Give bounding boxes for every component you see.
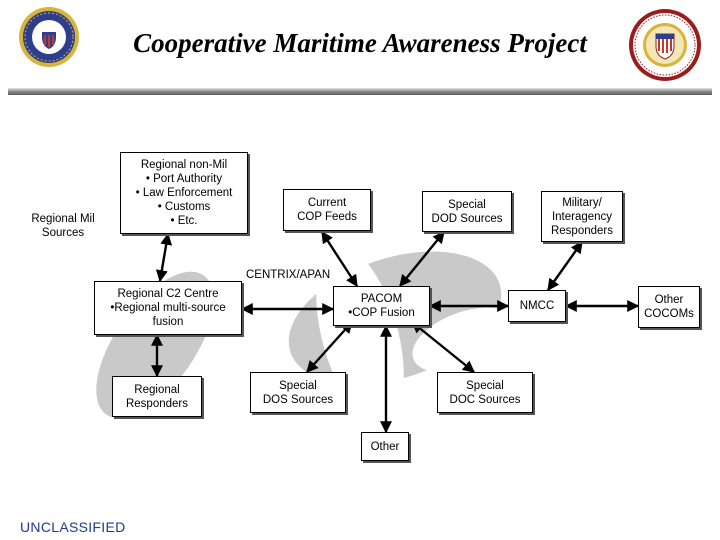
link-pacom-dos: [306, 321, 353, 373]
label-centrix-apan: CENTRIX/APAN: [246, 269, 331, 281]
node-other: Other: [361, 432, 409, 461]
node-special-dos-sources: Special DOS Sources: [250, 372, 346, 413]
node-other-cocoms: Other COCOMs: [638, 286, 700, 328]
link-nonmil-c2: [155, 232, 173, 283]
node-regional-mil-sources: Regional Mil Sources: [31, 213, 95, 239]
coast-guard-seal-icon: [19, 7, 79, 67]
link-current-pacom: [320, 230, 359, 288]
node-military-interagency-responders: Military/ Interagency Responders: [541, 191, 623, 242]
link-military-nmcc: [547, 241, 583, 291]
node-special-dod-sources: Special DOD Sources: [422, 191, 512, 232]
header-divider: [8, 88, 712, 95]
node-regional-c2-centre: Regional C2 Centre •Regional multi-sourc…: [94, 281, 242, 335]
classification-footer: UNCLASSIFIED: [20, 519, 126, 535]
node-regional-responders: Regional Responders: [112, 376, 202, 417]
link-pacom-doc: [411, 321, 475, 373]
node-special-doc-sources: Special DOC Sources: [437, 372, 533, 413]
node-nmcc: NMCC: [508, 290, 566, 322]
page-title: Cooperative Maritime Awareness Project: [133, 28, 587, 58]
link-dod-pacom: [399, 231, 445, 287]
node-current-cop-feeds: Current COP Feeds: [283, 189, 371, 231]
department-seal-icon: [629, 9, 701, 81]
node-pacom-cop-fusion: PACOM •COP Fusion: [333, 286, 430, 326]
node-regional-non-mil: Regional non-Mil • Port Authority • Law …: [120, 152, 248, 234]
